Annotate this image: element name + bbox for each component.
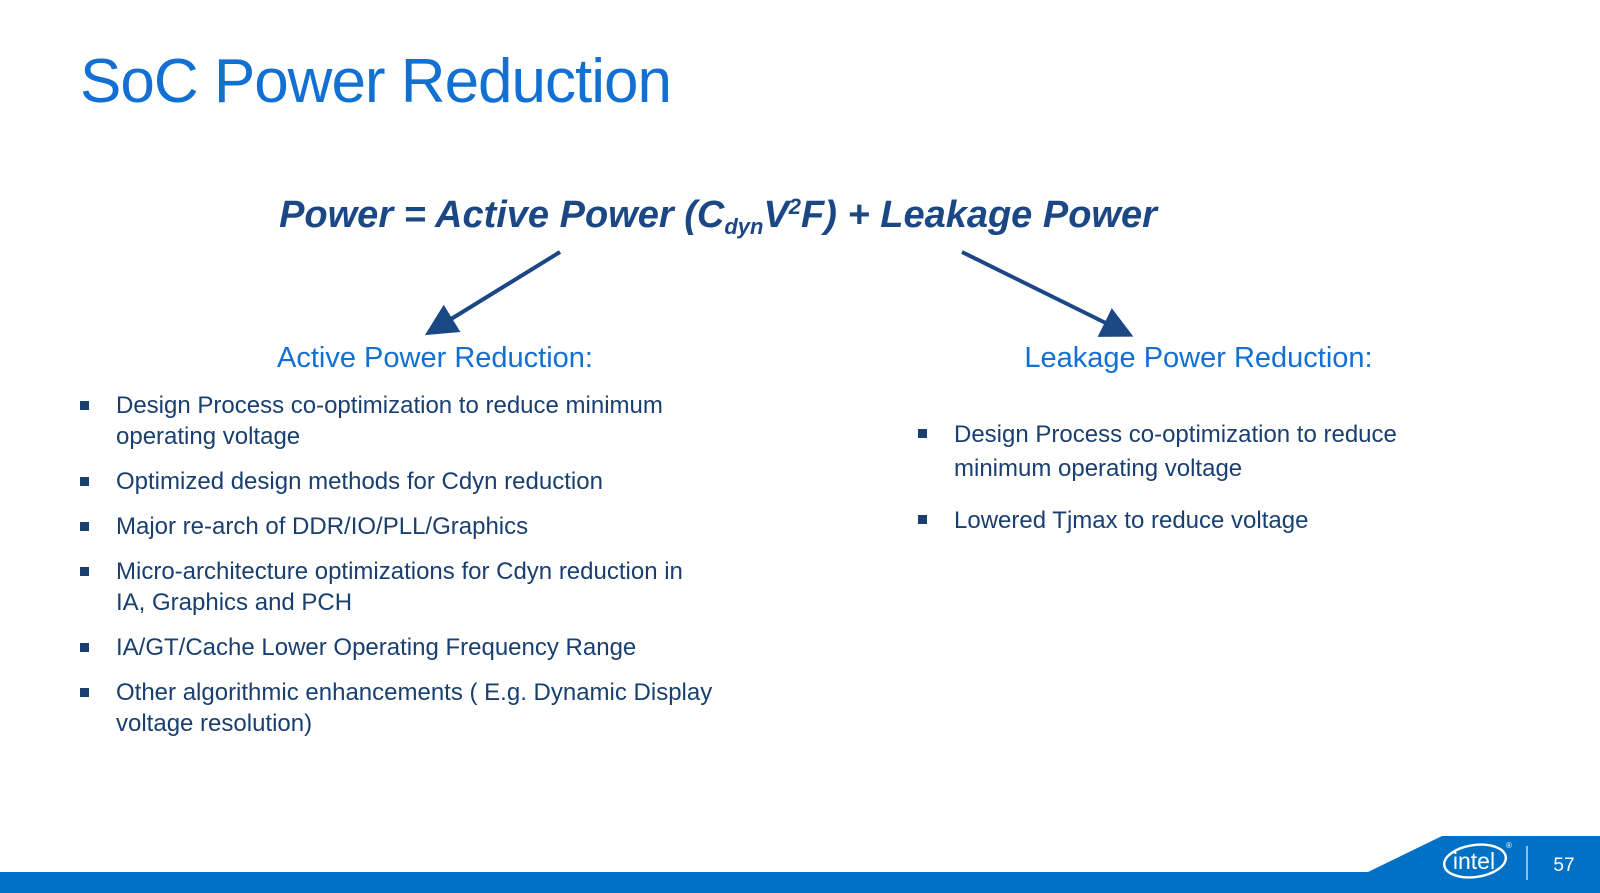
bullet-item: Lowered Tjmax to reduce voltage — [918, 504, 1458, 538]
bullet-item: IA/GT/Cache Lower Operating Frequency Ra… — [80, 632, 770, 663]
active-power-bullet-list: Design Process co-optimization to reduce… — [80, 390, 770, 753]
formula-mid: V — [763, 194, 789, 236]
bullet-text: Other algorithmic enhancements ( E.g. Dy… — [116, 679, 713, 737]
bullet-text: Micro-architecture optimizations for Cdy… — [116, 558, 683, 616]
bullet-item: Micro-architecture optimizations for Cdy… — [80, 556, 770, 618]
formula-superscript: 2 — [788, 194, 802, 219]
leakage-power-bullet-list: Design Process co-optimization to reduce… — [918, 418, 1458, 556]
bullet-item: Major re-arch of DDR/IO/PLL/Graphics — [80, 511, 770, 542]
intel-logo-swoosh — [1443, 843, 1507, 879]
right-arrow — [961, 250, 1134, 337]
bullet-item: Optimized design methods for Cdyn reduct… — [80, 466, 770, 497]
bullet-square-icon — [80, 567, 89, 576]
leakage-power-heading: Leakage Power Reduction: — [1024, 342, 1373, 374]
intel-logo: intel ® — [1443, 841, 1512, 879]
bullet-item: Other algorithmic enhancements ( E.g. Dy… — [80, 677, 770, 739]
bullet-text: Design Process co-optimization to reduce… — [116, 392, 663, 450]
bullet-square-icon — [80, 477, 89, 486]
formula-subscript: dyn — [724, 214, 764, 239]
bullet-square-icon — [80, 688, 89, 697]
intel-logo-text: intel — [1453, 848, 1495, 874]
left-arrow — [424, 250, 562, 336]
power-formula: Power = Active Power (CdynV2F) + Leakage… — [279, 194, 1157, 239]
bullet-text: Design Process co-optimization to reduce… — [954, 421, 1397, 482]
bullet-square-icon — [918, 515, 927, 524]
bullet-item: Design Process co-optimization to reduce… — [918, 418, 1458, 486]
bullet-text: Major re-arch of DDR/IO/PLL/Graphics — [116, 513, 529, 540]
bullet-square-icon — [80, 522, 89, 531]
footer-banner: intel ® 57 — [0, 836, 1600, 893]
bullet-text: IA/GT/Cache Lower Operating Frequency Ra… — [116, 634, 637, 661]
footer-banner-shape — [0, 836, 1600, 893]
bullet-item: Design Process co-optimization to reduce… — [80, 390, 770, 452]
registered-mark: ® — [1506, 841, 1512, 850]
bullet-square-icon — [80, 401, 89, 410]
slide-title: SoC Power Reduction — [80, 47, 672, 116]
page-number: 57 — [1553, 855, 1574, 876]
bullet-text: Optimized design methods for Cdyn reduct… — [116, 468, 603, 495]
formula-prefix: Power = Active Power (C — [279, 194, 725, 236]
bullet-square-icon — [918, 429, 927, 438]
bullet-text: Lowered Tjmax to reduce voltage — [954, 507, 1309, 534]
formula-suffix: F) + Leakage Power — [801, 194, 1157, 236]
bullet-square-icon — [80, 643, 89, 652]
active-power-heading: Active Power Reduction: — [277, 342, 593, 374]
